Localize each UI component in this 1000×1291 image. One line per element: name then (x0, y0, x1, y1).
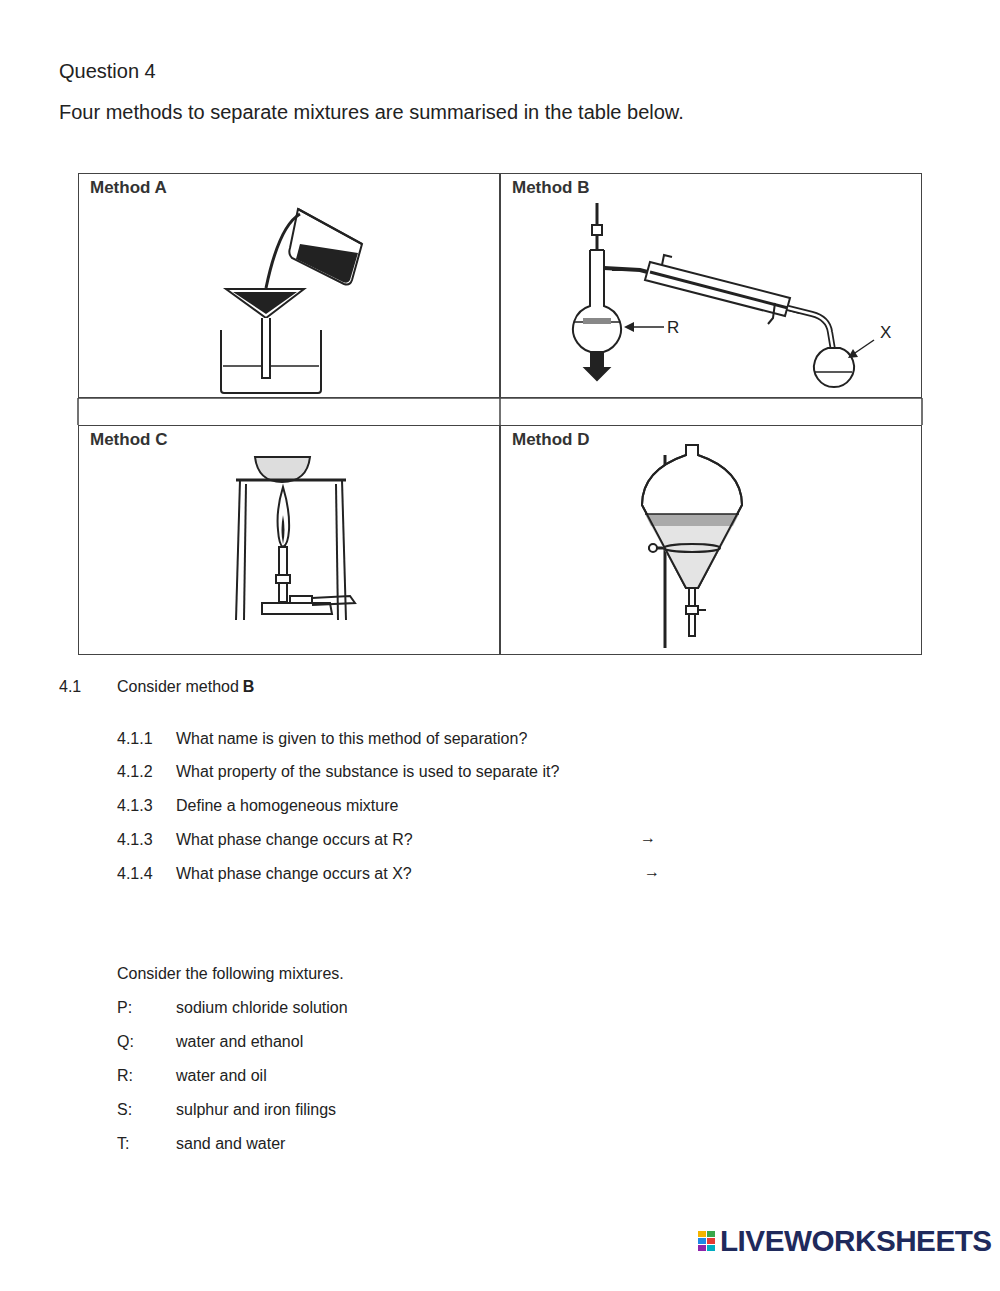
mixture-letter: T: (117, 1135, 129, 1153)
mixture-text: sodium chloride solution (176, 999, 348, 1017)
table-cell: Method C (78, 425, 500, 655)
question-text: Define a homogeneous mixture (176, 797, 398, 815)
mixture-letter: R: (117, 1067, 133, 1085)
mixture-letter: Q: (117, 1033, 134, 1051)
question-text: What property of the substance is used t… (176, 763, 559, 781)
question-number: 4.1.3 (117, 797, 153, 815)
method-heading: Method B (512, 178, 589, 198)
evaporation-apparatus (236, 457, 355, 620)
filtration-apparatus (221, 209, 362, 393)
table-line (77, 398, 79, 425)
instruction-text: Consider the following mixtures. (117, 965, 344, 983)
callout-letter: R (667, 318, 679, 338)
mixture-text: water and ethanol (176, 1033, 303, 1051)
question-number: 4.1.2 (117, 763, 153, 781)
separating-funnel (642, 445, 742, 648)
question-number: 4.1.3 (117, 831, 153, 849)
question-text: What phase change occurs at R? (176, 831, 413, 849)
mixture-text: water and oil (176, 1067, 267, 1085)
mixture-letter: S: (117, 1101, 132, 1119)
question-number: 4.1.4 (117, 865, 153, 883)
answer-arrow: → (640, 829, 656, 847)
question-heading: Question 4 (59, 60, 156, 83)
mixture-text: sulphur and iron filings (176, 1101, 336, 1119)
table-cell: Method D (500, 425, 922, 655)
question-text: B (243, 678, 255, 696)
table-line (921, 398, 923, 425)
answer-arrow: → (644, 863, 660, 881)
method-heading: Method C (90, 430, 167, 450)
callout-letter: X (880, 323, 891, 343)
watermark-icon (698, 1231, 715, 1251)
question-text: Consider method (117, 678, 239, 696)
question-number: 4.1.1 (117, 730, 153, 748)
method-heading: Method A (90, 178, 167, 198)
mixture-letter: P: (117, 999, 132, 1017)
distillation-apparatus (573, 203, 874, 387)
watermark: LIVEWORKSHEETS (720, 1224, 992, 1258)
question-number: 4.1 (59, 678, 81, 696)
table-cell: Method A (78, 173, 500, 398)
method-heading: Method D (512, 430, 589, 450)
table-cell: Method B (500, 173, 922, 398)
table-line (499, 398, 501, 425)
question-text: What phase change occurs at X? (176, 865, 412, 883)
question-text: What name is given to this method of sep… (176, 730, 527, 748)
mixture-text: sand and water (176, 1135, 285, 1153)
intro-text: Four methods to separate mixtures are su… (59, 101, 684, 124)
